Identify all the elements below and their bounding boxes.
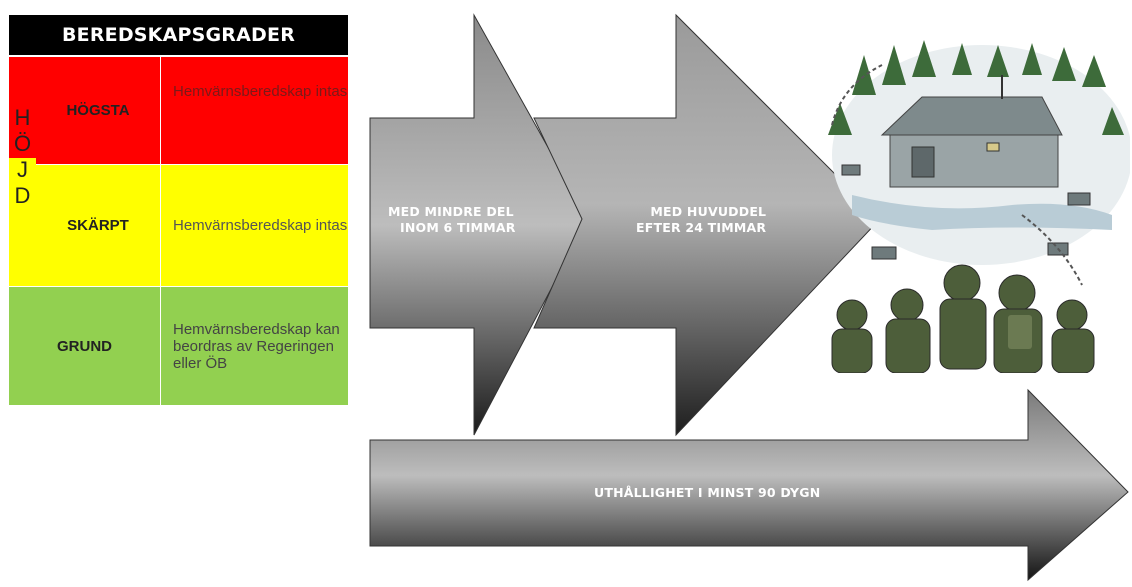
- height-strip: [9, 57, 36, 286]
- height-letter: J: [17, 157, 28, 182]
- height-letter: H: [14, 105, 31, 130]
- level-desc-skarpt: Hemvärnsberedskap intas: [161, 165, 348, 286]
- bottom-arrow-label: UTHÅLLIGHET I MINST 90 DYGN: [594, 485, 821, 500]
- height-letters: H Ö J D: [9, 105, 36, 209]
- first-arrow-label: MED MINDRE DEL INOM 6 TIMMAR: [388, 204, 516, 235]
- bottom-arrow: [369, 388, 1129, 582]
- readiness-table: BEREDSKAPSGRADER H Ö J D HÖGSTA Hemvärns…: [9, 15, 348, 405]
- level-name-grund: GRUND: [9, 287, 160, 405]
- level-name-skarpt: SKÄRPT: [36, 165, 160, 286]
- second-arrow: [533, 13, 881, 437]
- second-arrow-label: MED HUVUDDEL EFTER 24 TIMMAR: [636, 204, 767, 235]
- level-desc-hogsta: Hemvärnsberedskap intas: [161, 57, 348, 164]
- encampment-illustration: [828, 40, 1130, 373]
- level-desc-grund: Hemvärnsberedskap kan beordras av Regeri…: [161, 287, 348, 405]
- first-arrow: [369, 13, 589, 436]
- level-name-hogsta: HÖGSTA: [36, 57, 160, 164]
- height-letter: D: [14, 183, 31, 208]
- table-title: BEREDSKAPSGRADER: [9, 15, 348, 55]
- height-letter: Ö: [13, 131, 32, 156]
